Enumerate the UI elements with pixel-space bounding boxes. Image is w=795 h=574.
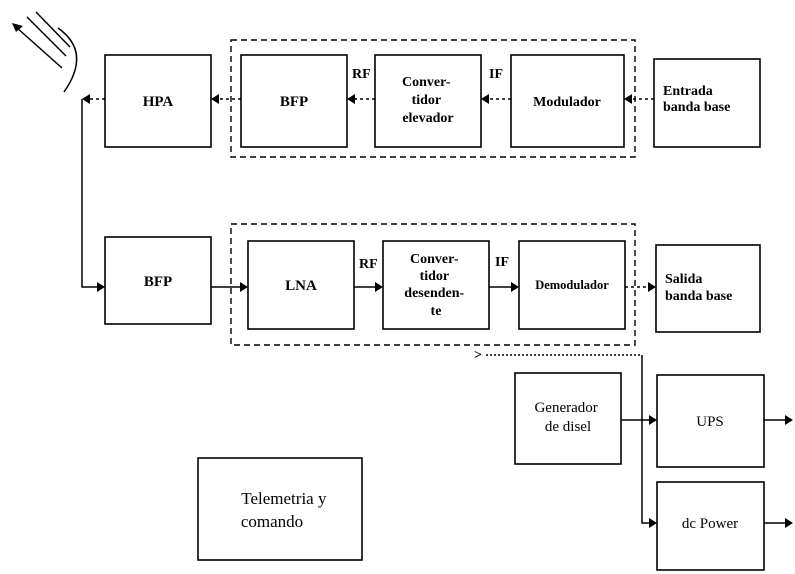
baseband-output-label: Salida banda base <box>665 272 732 304</box>
arrowhead <box>375 282 383 292</box>
downconverter-label: Conver- tidor desenden- te <box>404 252 467 319</box>
tx-bfp-label: BFP <box>280 94 308 110</box>
demodulator-label: Demodulador <box>535 278 609 292</box>
modulator-block <box>510 54 625 148</box>
ups-label: UPS <box>696 414 724 430</box>
arrowhead <box>240 282 248 292</box>
antenna-icon <box>12 11 78 93</box>
arrowhead <box>211 94 219 104</box>
power-line-marker: > <box>474 348 482 363</box>
downconverter-block <box>382 240 490 330</box>
wire-antenna-to-rx-bfp <box>81 99 98 288</box>
arrowhead <box>648 282 656 292</box>
telemetry-command-label: Telemetria y comando <box>241 489 331 531</box>
rx-if-label: IF <box>495 255 509 270</box>
hpa-label: HPA <box>143 94 174 110</box>
lna-label: LNA <box>285 278 317 294</box>
arrowhead <box>624 94 632 104</box>
tx-rf-label: RF <box>352 67 371 82</box>
baseband-output-block <box>655 244 761 333</box>
arrowhead <box>649 518 657 528</box>
telemetry-command-block <box>197 457 363 561</box>
rx-rf-label: RF <box>359 257 378 272</box>
arrowhead <box>511 282 519 292</box>
baseband-input-block <box>653 58 761 148</box>
diesel-generator-block <box>514 372 622 465</box>
ups-block <box>656 374 765 468</box>
demodulator-block <box>518 240 626 330</box>
wire-power-bus-down <box>641 355 650 524</box>
tx-if-label: IF <box>489 67 503 82</box>
arrowhead <box>785 518 793 528</box>
arrowhead <box>347 94 355 104</box>
arrowhead <box>785 415 793 425</box>
baseband-input-label: Entrada banda base <box>663 84 730 115</box>
arrowhead <box>97 282 105 292</box>
upconverter-block <box>374 54 482 148</box>
arrowhead <box>481 94 489 104</box>
rx-module-dashed-group <box>230 223 636 346</box>
modulator-label: Modulador <box>533 95 601 110</box>
hpa-block <box>104 54 212 148</box>
arrowhead <box>82 94 90 104</box>
tx-bfp-block <box>240 54 348 148</box>
upconverter-label: Conver- tidor elevador <box>402 75 454 126</box>
lna-block <box>247 240 355 330</box>
diesel-generator-label: Generador de disel <box>534 400 601 435</box>
arrowhead <box>649 415 657 425</box>
dc-power-label: dc Power <box>682 516 738 532</box>
dc-power-block <box>656 481 765 571</box>
rx-bfp-label: BFP <box>144 274 172 290</box>
rx-bfp-block <box>104 236 212 325</box>
